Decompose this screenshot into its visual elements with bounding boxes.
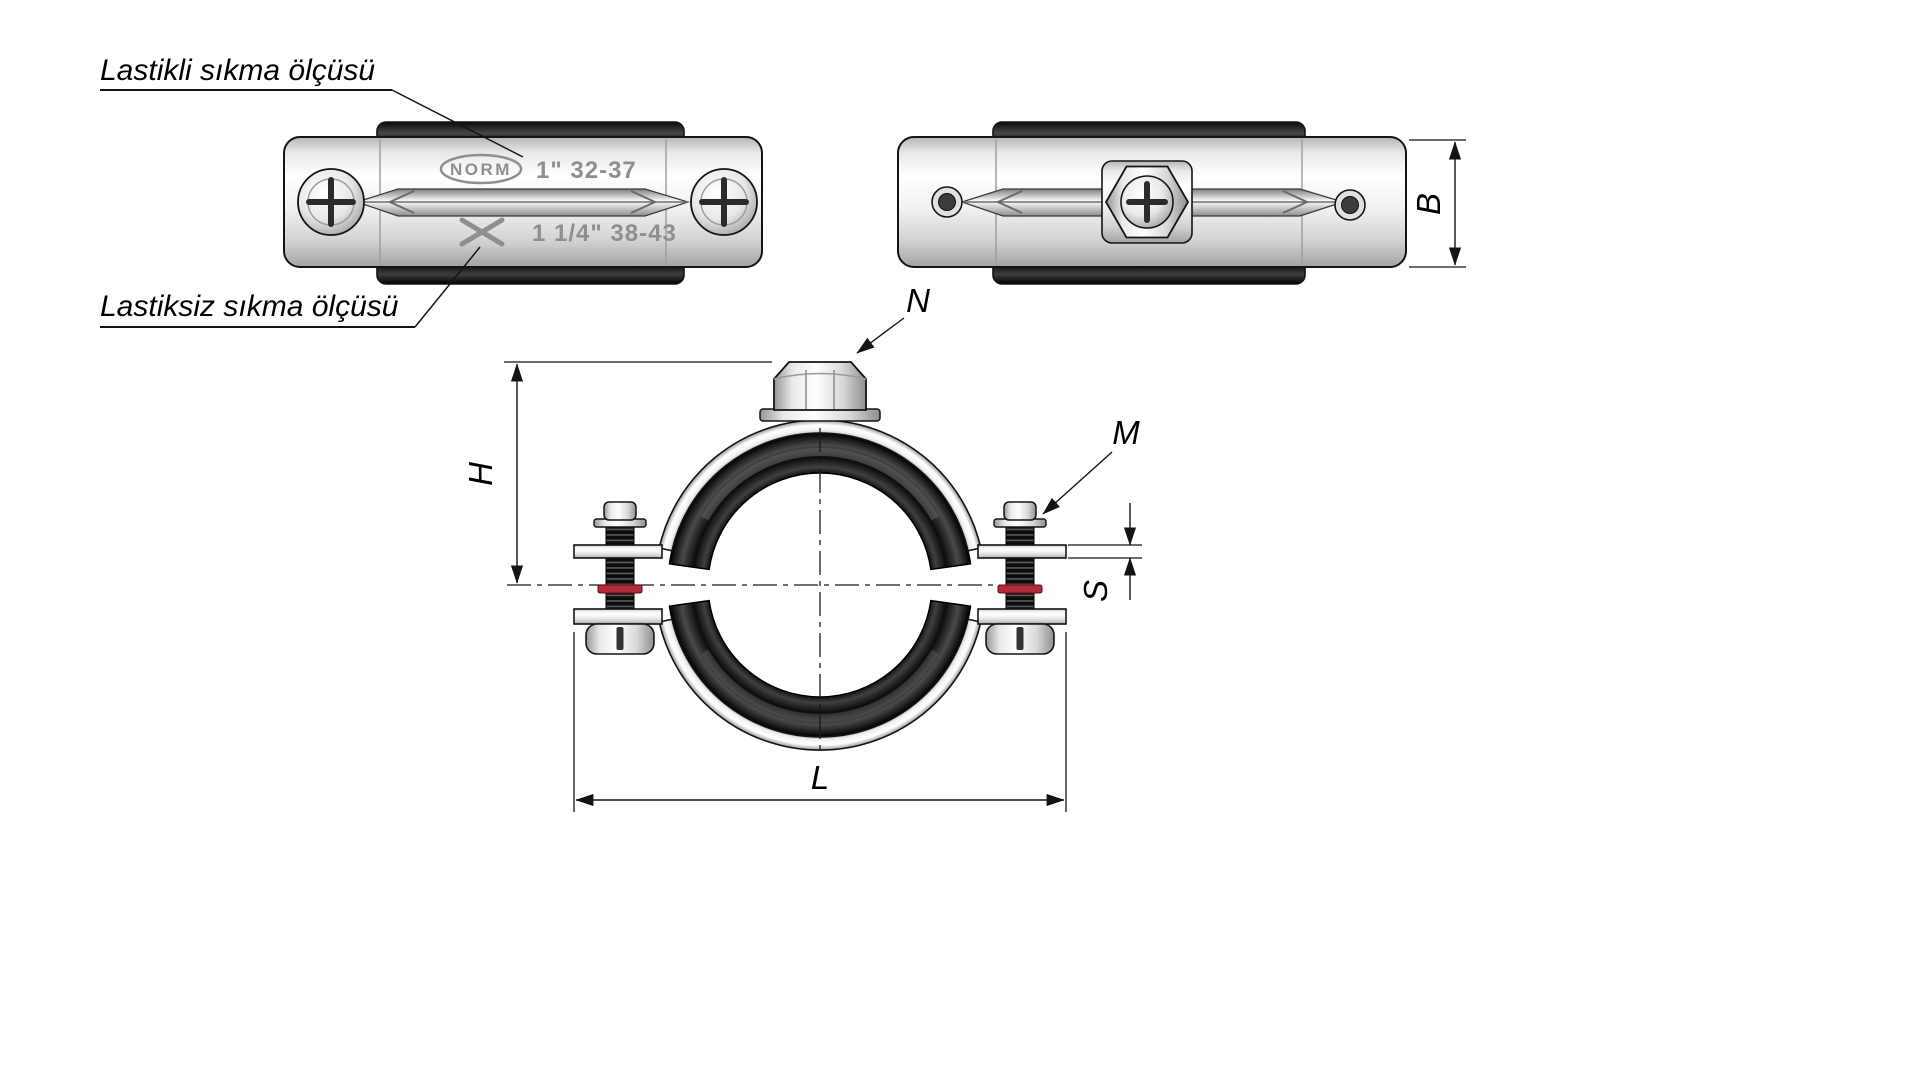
band-interlock-left: [995, 190, 1023, 214]
red-washer: [997, 584, 1043, 594]
band-engravings: NORM 1" 32-37 1 1/4" 38-43: [439, 153, 677, 247]
band-interlock-right: [630, 190, 658, 214]
end-screw-right: [690, 168, 758, 236]
top-view-plain: [897, 121, 1407, 285]
flange-upper-right: [977, 544, 1067, 559]
size-text-primary: 1" 32-37: [536, 157, 637, 184]
top-head: [603, 501, 637, 521]
size-text-secondary: 1 1/4" 38-43: [532, 220, 677, 247]
label-n-text: N: [906, 282, 930, 319]
rubber-gloss-upper: [701, 448, 939, 521]
annotation-no-rubber-text: Lastiksiz sıkma ölçüsü: [100, 290, 399, 323]
dimension-b: B: [1409, 139, 1466, 268]
top-view-marked: NORM 1" 32-37 1 1/4" 38-43: [283, 121, 763, 285]
bolt-left-hardware: [585, 501, 655, 655]
nut-chamfer: [773, 372, 867, 380]
leader-line: [1042, 451, 1113, 515]
dimension-l-label: L: [811, 759, 829, 796]
annotation-rubber: Lastikli sıkma ölçüsü: [100, 54, 524, 158]
dimension-s: S: [1068, 503, 1142, 602]
red-washer: [597, 584, 643, 594]
brand-text: NORM: [450, 160, 512, 179]
label-m: M: [1042, 414, 1140, 515]
leader-line: [856, 317, 905, 354]
label-m-text: M: [1112, 414, 1140, 451]
bolt-right-hardware: [985, 501, 1055, 655]
flange-lower-right: [977, 608, 1067, 625]
top-head: [1003, 501, 1037, 521]
crossed-tools-logo: [459, 217, 505, 247]
brand-oval: [439, 153, 523, 185]
annotation-rubber-text: Lastikli sıkma ölçüsü: [100, 54, 375, 87]
dimension-b-label: B: [1410, 193, 1447, 215]
dimension-h-label: H: [462, 462, 499, 486]
connector-nut: [759, 361, 881, 422]
hex-nut-body: [773, 361, 867, 411]
screw-slot: [1016, 627, 1024, 650]
screw-slot: [616, 627, 624, 650]
band-interlock-right: [1282, 190, 1310, 214]
label-n: N: [856, 282, 930, 354]
mounting-hole-left: [931, 186, 963, 218]
mounting-hole-right: [1334, 189, 1366, 221]
annotation-leader: [414, 246, 481, 328]
dimension-h: H: [462, 361, 772, 584]
annotation-leader: [391, 89, 524, 158]
dimension-s-label: S: [1077, 580, 1114, 602]
front-view: [507, 361, 1067, 752]
band-interlock-left: [387, 190, 415, 214]
annotation-no-rubber: Lastiksiz sıkma ölçüsü: [100, 246, 481, 328]
flange-upper-left: [573, 544, 663, 559]
dimension-l: L: [573, 632, 1067, 812]
flange-lower-left: [573, 608, 663, 625]
end-screw-left: [297, 168, 365, 236]
hole-bore: [1341, 196, 1359, 214]
hole-bore: [938, 193, 956, 211]
